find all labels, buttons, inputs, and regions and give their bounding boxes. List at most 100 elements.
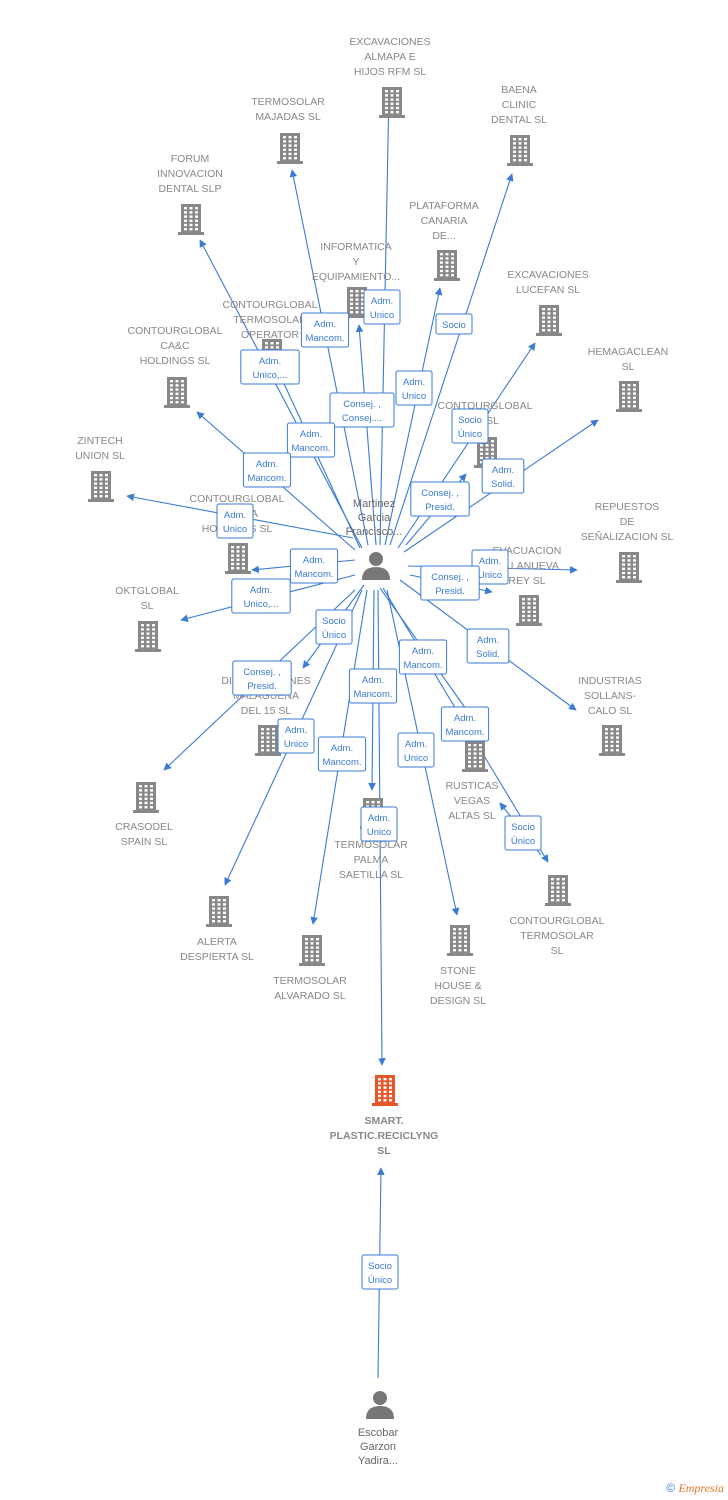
building-window	[350, 298, 353, 301]
relation-label-box	[363, 289, 401, 325]
building-window	[139, 789, 142, 792]
relation-label[interactable]: Consej. ,Presid.	[420, 565, 480, 601]
building-window	[175, 392, 179, 395]
building-window	[551, 882, 554, 885]
relation-label[interactable]: Adm.Unico	[397, 732, 435, 768]
relation-label-box	[481, 458, 525, 494]
relation-label-box	[435, 313, 473, 335]
building-window	[141, 645, 144, 648]
label-line: Adm.	[331, 743, 353, 754]
building-window	[445, 257, 449, 260]
building-window	[480, 452, 483, 455]
relation-label[interactable]: Adm.Mancom.	[398, 639, 448, 675]
relation-label[interactable]: Adm.Unico	[363, 289, 401, 325]
building-base	[299, 963, 325, 966]
label-line: CONTOURGLOBAL	[128, 325, 223, 337]
relation-label[interactable]: Adm.Mancom.	[440, 706, 490, 742]
relation-label[interactable]: Adm.Unico	[216, 503, 254, 539]
label-line: Presid.	[425, 502, 455, 513]
building-window	[468, 744, 471, 747]
relation-label[interactable]: Adm.Solid.	[466, 628, 510, 664]
building-window	[390, 98, 394, 101]
relation-label[interactable]: Adm.Mancom.	[348, 668, 398, 704]
building-window	[605, 736, 608, 739]
building-window	[283, 144, 286, 147]
building-window	[551, 890, 554, 893]
building-window	[288, 140, 292, 143]
relation-label[interactable]: Adm.Unico,...	[231, 578, 291, 614]
building-window	[556, 899, 560, 902]
building-window	[361, 311, 364, 314]
building-window	[627, 567, 631, 570]
relation-label[interactable]: Consej. ,Presid.	[410, 481, 470, 517]
building-icon	[507, 135, 533, 166]
building-window	[533, 598, 536, 601]
relation-label[interactable]: Adm.Mancom.	[286, 422, 336, 458]
building-window	[181, 380, 184, 383]
building-icon	[344, 287, 370, 318]
label-line: DESIGN SL	[430, 995, 486, 1007]
relation-label[interactable]: Consej. ,Presid.	[232, 660, 292, 696]
building-window	[217, 915, 221, 919]
relation-label-box	[300, 312, 350, 348]
relation-label[interactable]: Adm.Unico,...	[240, 349, 300, 385]
relation-label[interactable]: Adm.Solid.	[481, 458, 525, 494]
building-window	[527, 610, 531, 613]
building-window	[633, 576, 636, 579]
building-window	[383, 1094, 387, 1098]
building-window	[141, 628, 144, 631]
building-window	[288, 148, 292, 151]
relation-label[interactable]: Adm.Mancom.	[289, 548, 339, 584]
building-window	[288, 136, 292, 139]
relation-label[interactable]: Socio	[435, 313, 473, 335]
building-window	[305, 942, 308, 945]
building-window	[265, 346, 268, 349]
relation-label[interactable]: Adm.Unico	[395, 370, 433, 406]
building-window	[610, 736, 614, 739]
relation-label[interactable]: Adm.Unico	[277, 718, 315, 754]
label-line: STONE	[440, 965, 476, 977]
relation-label[interactable]: Adm.Mancom.	[317, 736, 367, 772]
relation-label[interactable]: Consej. ,Consej....	[329, 392, 395, 428]
building-window	[231, 567, 234, 570]
building-window	[223, 907, 226, 910]
building-window	[195, 223, 198, 227]
footer-brand[interactable]: © Empresia	[666, 1481, 724, 1496]
building-window	[316, 950, 319, 953]
building-window	[231, 562, 234, 566]
relation-label[interactable]: Adm.Mancom.	[242, 452, 292, 488]
relation-label[interactable]: Adm.Mancom.	[300, 312, 350, 348]
relation-label[interactable]: Adm.Unico	[360, 806, 398, 842]
building-window	[453, 936, 456, 939]
